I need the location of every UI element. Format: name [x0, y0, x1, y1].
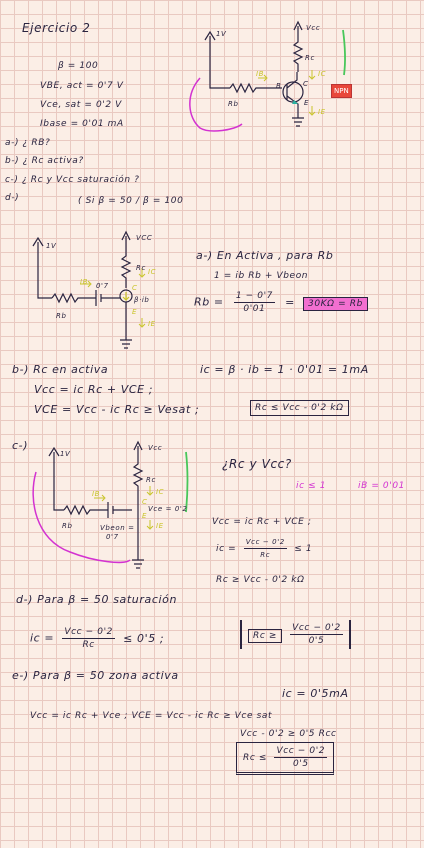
c1-rc-label: Rc — [305, 54, 315, 62]
part-a-heading: a-) En Activa , para Rb — [196, 249, 334, 262]
part-c-cond2: iB = 0'01 — [358, 481, 405, 491]
c1-v1-label: 1V — [216, 30, 227, 38]
c1-ib-label: IB — [256, 70, 265, 78]
c2-vcc-label: VCC — [136, 234, 153, 242]
part-a-rb-label: Rb = — [194, 295, 224, 309]
param-vce: Vce, sat = 0'2 V — [40, 100, 122, 110]
c3-ie-label: IE — [156, 522, 164, 530]
part-e-line1: Vcc = ic Rc + Vce ; VCE = Vcc - ic Rc ≥ … — [30, 711, 273, 721]
question-b: b-) ¿ Rc activa? — [5, 156, 84, 166]
part-c-le: ≤ 1 — [294, 544, 313, 554]
part-a-eq1: 1 = ib Rb + Vbeon — [214, 271, 309, 281]
part-e-rc-lhs: Rc ≤ — [243, 753, 268, 763]
part-d-formula: ic = Vcc − 0'2 Rc ≤ 0'5 ; — [30, 626, 164, 651]
c2-beta-ib-label: β·ib — [134, 296, 150, 304]
c2-ib-label: IB — [80, 278, 89, 286]
c3-vce-label: Vce = 0'2 — [148, 505, 188, 513]
c1-vcc-label: Vcc — [306, 24, 321, 32]
part-b-line3: VCE = Vcc - ic Rc ≥ Vesat ; — [34, 403, 200, 416]
part-d-rc-bracket: Rc ≥ Vcc − 0'2 0'5 — [240, 620, 351, 649]
c2-rb-label: Rb — [56, 312, 67, 320]
c1-c-label: C — [303, 80, 309, 88]
part-d-ic-fraction: Vcc − 0'2 Rc — [62, 626, 115, 651]
part-e-boxed-result: Rc ≤ Vcc − 0'2 0'5 — [236, 742, 335, 775]
c1-e-label: E — [304, 99, 310, 107]
c3-ib-label: IB — [92, 490, 101, 498]
part-c-cond1: ic ≤ 1 — [296, 481, 327, 491]
part-e-rc-fraction: Vcc − 0'2 0'5 — [274, 745, 328, 770]
part-b-boxed-result: Rc ≤ Vcc - 0'2 kΩ — [250, 400, 349, 416]
c3-rc-label: Rc — [146, 476, 156, 484]
part-d-le: ≤ 0'5 ; — [123, 631, 165, 645]
c1-ic-label: IC — [318, 70, 327, 78]
part-e-ic: ic = 0'5mA — [282, 687, 349, 700]
part-b-heading: b-) Rc en activa — [12, 363, 109, 376]
question-d-text: ( Si β = 50 / β = 100 — [78, 196, 184, 206]
c1-ie-label: IE — [318, 108, 326, 116]
c2-ic-label: IC — [148, 268, 157, 276]
part-d-ic-numerator: Vcc − 0'2 — [62, 627, 115, 639]
part-c-numerator: Vcc − 0'2 — [243, 536, 287, 549]
part-e-rc-numerator: Vcc − 0'2 — [274, 746, 328, 758]
param-vbe: VBE, act = 0'7 V — [40, 81, 124, 91]
c3-vbe-label: Vbeon = — [100, 524, 135, 532]
part-b-ic-eq: ic = β · ib = 1 · 0'01 = 1mA — [200, 363, 369, 376]
part-a-fraction: 1 − 0'7 0'01 — [233, 290, 275, 315]
part-c-eq1: Vcc = ic Rc + VCE ; — [212, 517, 312, 527]
part-e-rc-denominator: 0'5 — [292, 759, 309, 769]
c1-npn-badge: NPN — [331, 84, 352, 98]
part-c-ic-lhs: ic = — [216, 544, 237, 554]
part-c-label: c-) — [12, 439, 29, 452]
question-d: d-) — [5, 193, 20, 203]
part-d-rc-lhs: Rc ≥ — [248, 628, 283, 643]
part-c-heading: ¿Rc y Vcc? — [222, 457, 292, 471]
c1-b-label: B — [276, 82, 282, 90]
c3-vcc-label: Vcc — [148, 444, 163, 452]
part-d-rc-denominator: 0'5 — [308, 636, 325, 646]
part-d-ic-lhs: ic = — [30, 631, 55, 645]
c3-ic-label: IC — [156, 488, 165, 496]
c2-rc-label: Rc — [136, 264, 146, 272]
part-d-heading: d-) Para β = 50 saturación — [16, 593, 178, 606]
question-c: c-) ¿ Rc y Vcc saturación ? — [5, 175, 140, 185]
part-a-equals: = — [285, 295, 295, 309]
part-c-fraction: Vcc − 0'2 Rc — [243, 536, 287, 561]
part-c-eq3: Rc ≥ Vcc - 0'2 kΩ — [216, 575, 305, 585]
question-a: a-) ¿ RB? — [5, 138, 51, 148]
part-b-line2: Vcc = ic Rc + VCE ; — [34, 383, 154, 396]
part-a-rb-formula: Rb = 1 − 0'7 0'01 = 30KΩ = Rb — [194, 290, 368, 315]
c3-rb-label: Rb — [62, 522, 73, 530]
c2-e-label: E — [132, 308, 138, 316]
c3-v1-label: 1V — [60, 450, 71, 458]
param-beta: β = 100 — [58, 61, 99, 71]
c3-e-label: E — [142, 512, 148, 520]
param-ibase: Ibase = 0'01 mA — [40, 119, 124, 129]
c2-ie-label: IE — [148, 320, 156, 328]
part-d-rc-numerator: Vcc − 0'2 — [290, 623, 343, 635]
c3-vbe-value: 0'7 — [106, 533, 119, 541]
part-e-line2: Vcc - 0'2 ≥ 0'5 Rcc — [240, 729, 337, 739]
part-d-ic-denominator: Rc — [82, 640, 95, 650]
page-title: Ejercicio 2 — [22, 21, 91, 35]
part-a-denominator: 0'01 — [243, 304, 266, 314]
part-d-rc-fraction: Vcc − 0'2 0'5 — [290, 622, 343, 647]
c1-rb-label: Rb — [228, 100, 239, 108]
part-a-numerator: 1 − 0'7 — [233, 291, 275, 303]
c2-v1-label: 1V — [46, 242, 57, 250]
c2-vbe-label: 0'7 — [96, 282, 109, 290]
part-e-heading: e-) Para β = 50 zona activa — [12, 669, 179, 682]
part-c-ic-formula: ic = Vcc − 0'2 Rc ≤ 1 — [216, 536, 312, 561]
part-a-result-box: 30KΩ = Rb — [303, 296, 368, 311]
c3-c-label: C — [142, 498, 148, 506]
c2-c-label: C — [132, 284, 138, 292]
part-c-denominator: Rc — [260, 551, 271, 559]
